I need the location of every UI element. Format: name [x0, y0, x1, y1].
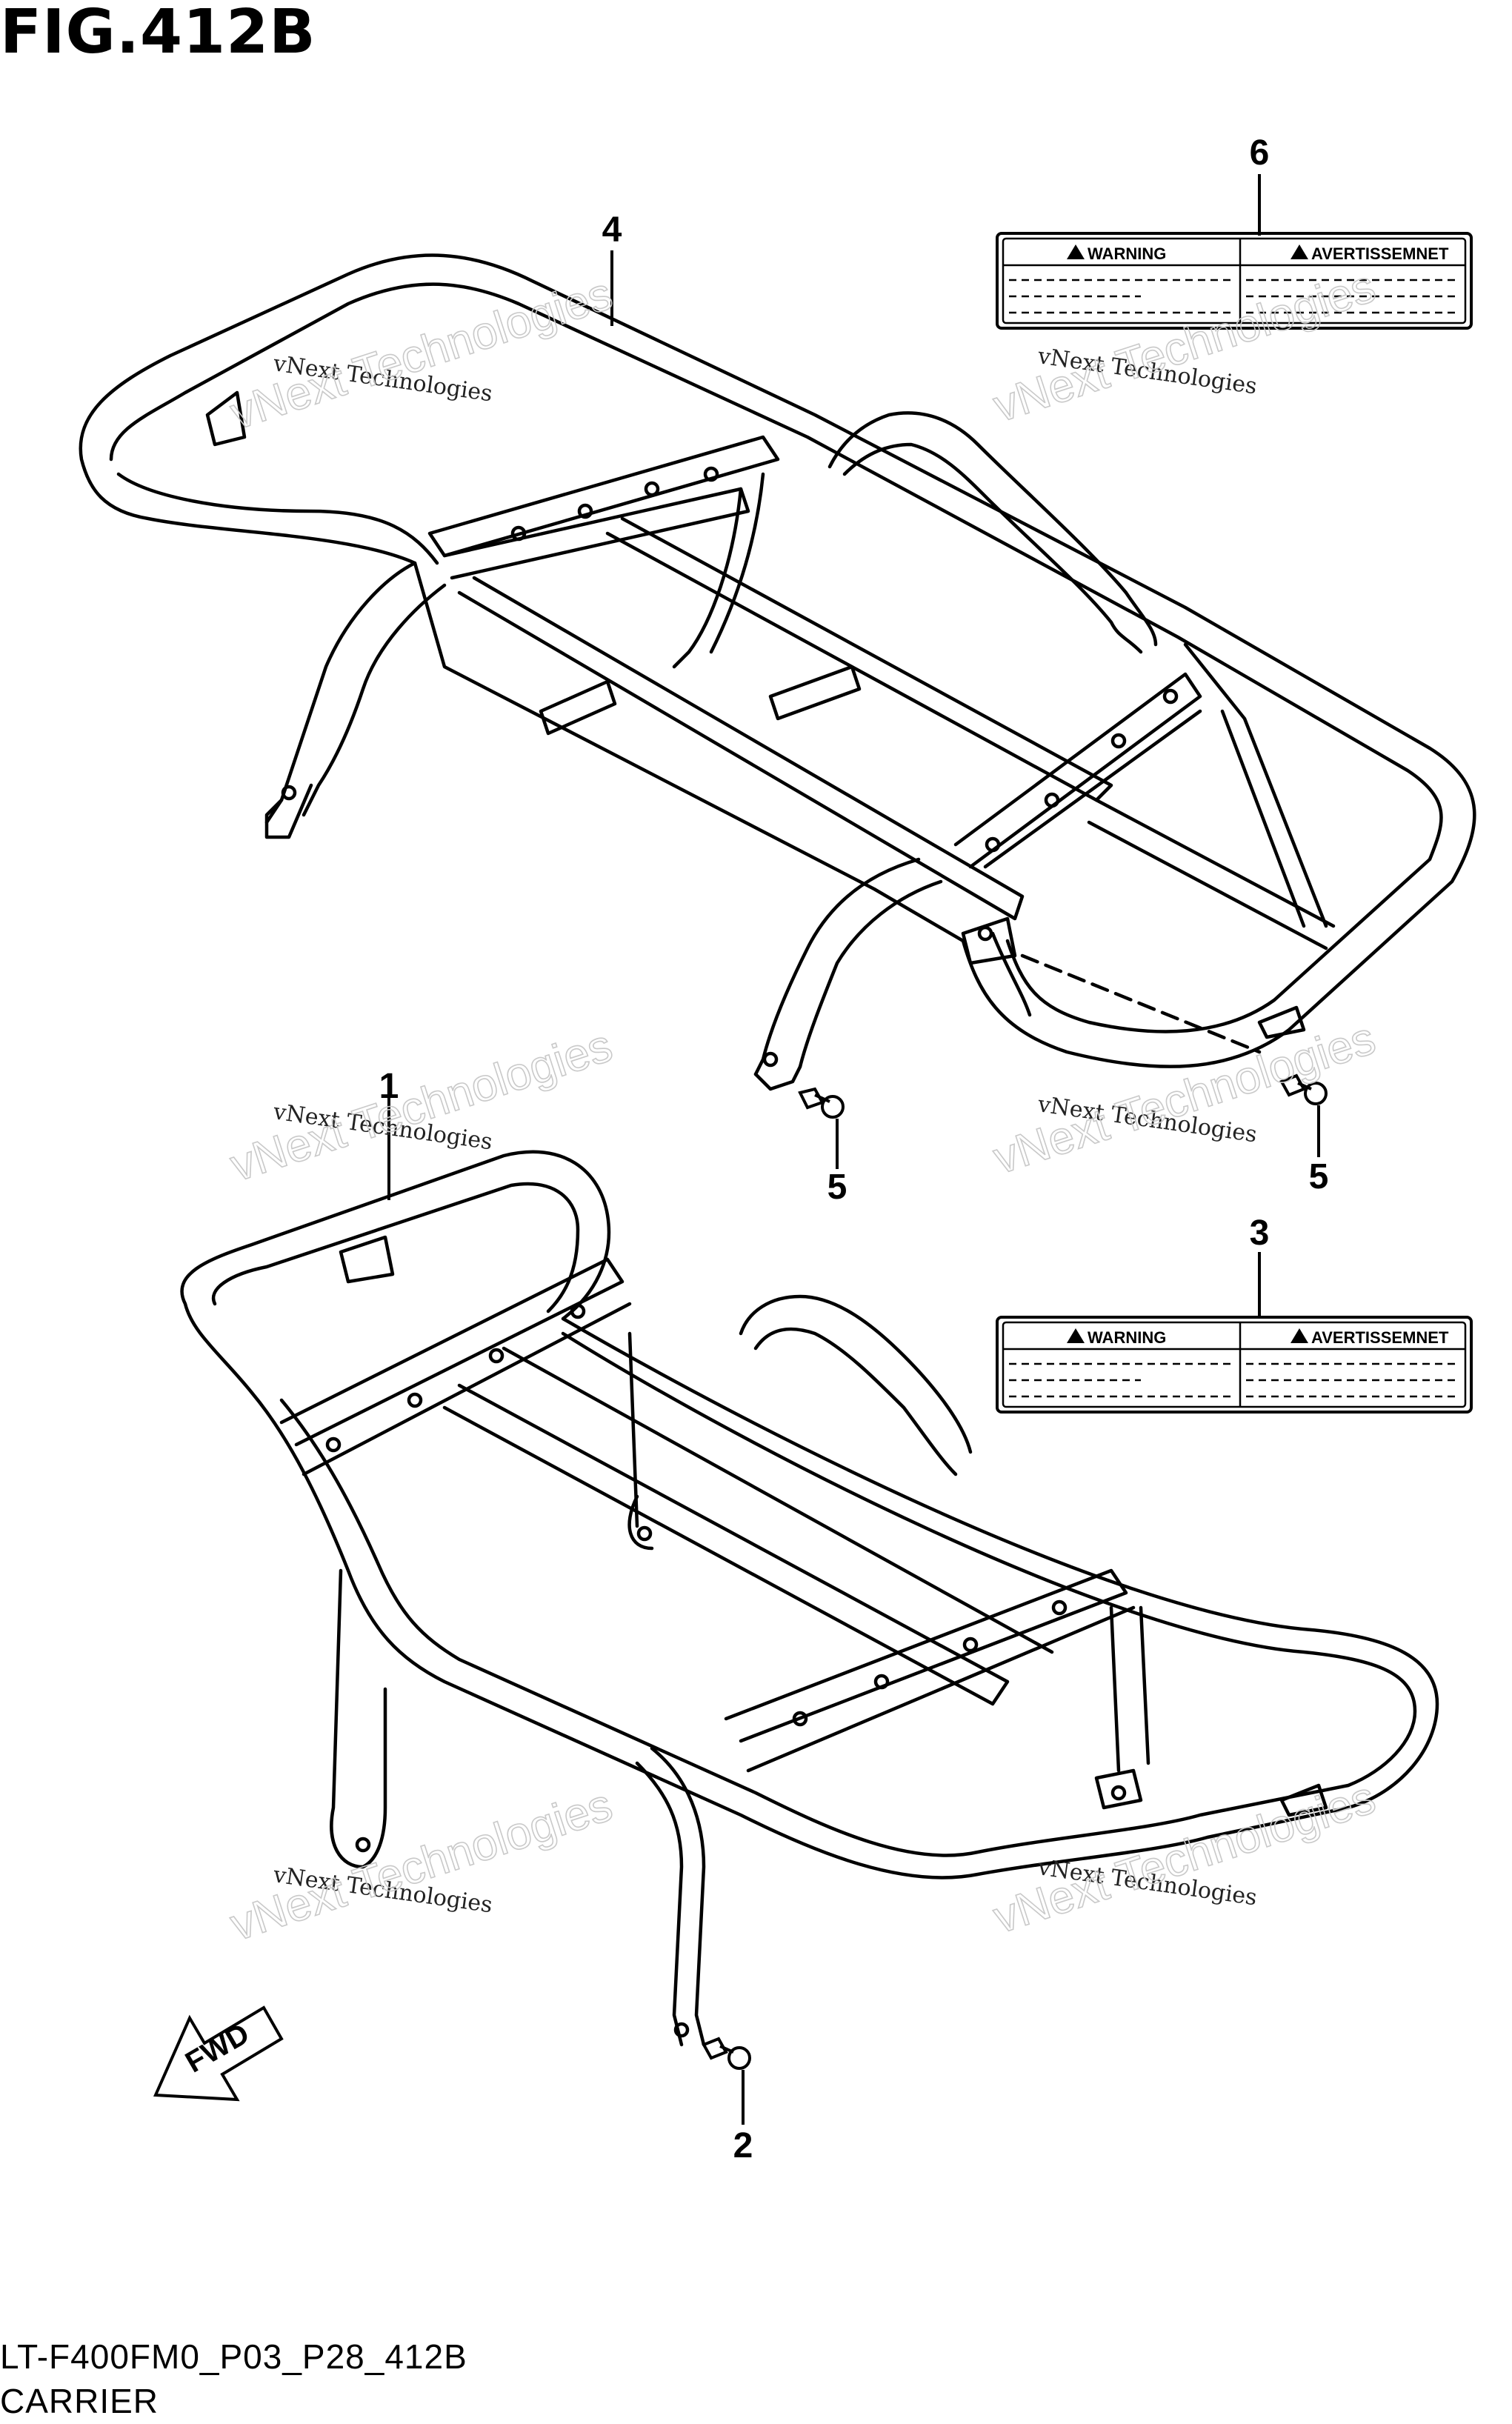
fwd-arrow: FWD: [153, 2005, 284, 2102]
callout-4: 4: [602, 210, 622, 250]
figure-name: CARRIER: [0, 2382, 159, 2420]
warning-label-part-3: WARNING AVERTISSEMNET: [996, 1316, 1473, 1414]
bolt-part-5-right: [1279, 1073, 1328, 1105]
bolt-part-2: [702, 2037, 751, 2070]
bolt-part-5-left: [798, 1087, 845, 1119]
avertissement-text: AVERTISSEMNET: [1311, 244, 1449, 263]
warning-label-part-6: WARNING AVERTISSEMNET: [996, 232, 1473, 330]
avertissement-text: AVERTISSEMNET: [1311, 1328, 1449, 1347]
watermarks: vNext Technologies vNext Technologies vN…: [224, 260, 1382, 1951]
front-carrier-frame: [180, 1150, 1439, 2047]
warning-text: WARNING: [1088, 244, 1166, 263]
callout-2: 2: [733, 2126, 753, 2165]
callout-5-left: 5: [827, 1168, 847, 1207]
figure-code: LT-F400FM0_P03_P28_412B: [0, 2337, 467, 2376]
callout-6: 6: [1250, 133, 1270, 173]
callout-1: 1: [379, 1067, 399, 1106]
callout-5-right: 5: [1309, 1157, 1329, 1196]
rear-carrier-frame: [79, 253, 1476, 1091]
figure-title: FIG.412B: [0, 0, 316, 67]
leader-lines: [387, 174, 1320, 2125]
warning-text: WARNING: [1088, 1328, 1166, 1347]
callout-3: 3: [1250, 1213, 1270, 1253]
